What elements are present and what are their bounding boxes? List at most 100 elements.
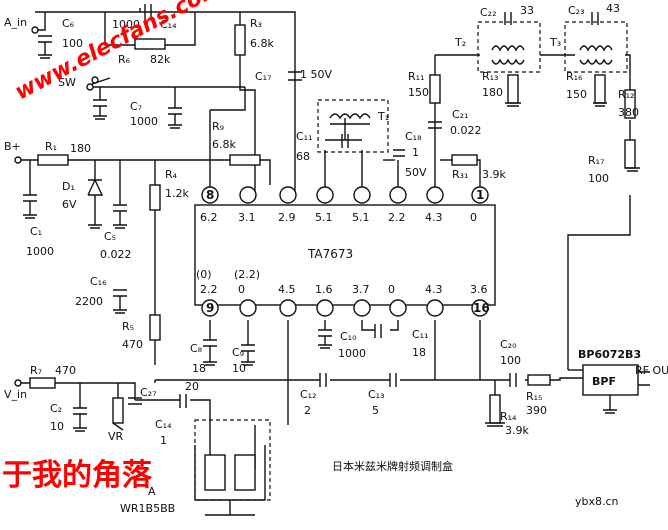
top-pin-number: 8 bbox=[206, 188, 214, 202]
r12-value: 380 bbox=[618, 106, 639, 119]
r3-value: 6.8k bbox=[250, 37, 274, 50]
bottom-pin-voltage: 3.7 bbox=[352, 283, 370, 296]
c18-value2: 50V bbox=[405, 166, 427, 179]
r5-value: 470 bbox=[122, 338, 143, 351]
terminals bbox=[14, 26, 39, 387]
r1-label: R₁ bbox=[45, 140, 57, 153]
r13-value: 180 bbox=[482, 86, 503, 99]
c11-label: C₁₁ bbox=[296, 130, 313, 143]
r14-value: 3.9k bbox=[505, 424, 529, 437]
r4-value: 1.2k bbox=[165, 187, 189, 200]
bottom-pin bbox=[279, 299, 297, 317]
top-pin bbox=[201, 186, 219, 204]
top-pin bbox=[389, 186, 407, 204]
top-pin bbox=[426, 186, 444, 204]
c10-value: 1000 bbox=[338, 347, 366, 360]
top-pin-voltage: 4.3 bbox=[425, 211, 443, 224]
passives bbox=[23, 4, 636, 491]
bottom-pin-alt-voltage: (2.2) bbox=[234, 268, 260, 281]
labels: A_in SW B+ V_in C₆ 100 1000 C₁₄ R₆ 82k R… bbox=[4, 2, 639, 515]
r17-value: 100 bbox=[588, 172, 609, 185]
bp-module-label: BP6072B3 bbox=[578, 348, 641, 361]
t1-label: T₁ bbox=[377, 110, 389, 123]
c22-label: C₂₂ bbox=[480, 6, 497, 19]
bottom-pin bbox=[316, 299, 334, 317]
c21-value: 0.022 bbox=[450, 124, 482, 137]
bottom-pin bbox=[389, 299, 407, 317]
c14-value: 1000 bbox=[112, 18, 140, 31]
d1-label: D₁ bbox=[62, 180, 75, 193]
bottom-pin bbox=[426, 299, 444, 317]
c21-label: C₂₁ bbox=[452, 108, 469, 121]
top-pin bbox=[316, 186, 334, 204]
bottom-pin-voltage: 3.6 bbox=[470, 283, 488, 296]
bpf-module: BPF BP6072B3 RF OUT bbox=[578, 348, 668, 396]
r9-label: R₉ bbox=[212, 120, 224, 133]
footer-watermark: ybx8.cn bbox=[575, 495, 619, 508]
c8-label: C₈ bbox=[190, 342, 203, 355]
overlay-watermark: 于我的角落 bbox=[2, 458, 153, 493]
bottom-pin bbox=[201, 299, 219, 317]
top-pin-number: 1 bbox=[476, 188, 484, 202]
top-pin-voltage: 3.1 bbox=[238, 211, 256, 224]
bottom-pin-number: 16 bbox=[473, 301, 490, 315]
c20-value: 100 bbox=[500, 354, 521, 367]
c5-label: C₅ bbox=[104, 230, 116, 243]
c7-value: 1000 bbox=[130, 115, 158, 128]
r7-value: 470 bbox=[55, 364, 76, 377]
r5-label: R₅ bbox=[122, 320, 134, 333]
c1-value: 1000 bbox=[26, 245, 54, 258]
r11-value: 150 bbox=[408, 86, 429, 99]
c27-label: C₂₇ bbox=[140, 386, 157, 399]
c18-label: C₁₈ bbox=[405, 130, 422, 143]
t2-label: T₂ bbox=[454, 36, 466, 49]
r7-label: R₇ bbox=[30, 364, 42, 377]
rf-out-label: RF OUT bbox=[635, 364, 668, 377]
top-pin-voltage: 6.2 bbox=[200, 211, 218, 224]
c17-label: C₁₇ bbox=[255, 70, 272, 83]
r6-value: 82k bbox=[150, 53, 171, 66]
wr-part-label: WR1B5BB bbox=[120, 502, 175, 515]
bottom-pin-voltage: 0 bbox=[388, 283, 395, 296]
c27-value: 20 bbox=[185, 380, 199, 393]
c1-label: C₁ bbox=[30, 225, 42, 238]
c14b-label: C₁₄ bbox=[155, 418, 172, 431]
c11b-value: 18 bbox=[412, 346, 426, 359]
r31-value: 3.9k bbox=[482, 168, 506, 181]
r17-label: R₁₇ bbox=[588, 154, 604, 167]
r14-label: R₁₄ bbox=[500, 410, 517, 423]
r9-value: 6.8k bbox=[212, 138, 236, 151]
caption: 日本米兹米牌射频调制盒 bbox=[332, 459, 453, 473]
top-pin-voltage: 0 bbox=[470, 211, 477, 224]
bpf-label: BPF bbox=[592, 375, 616, 388]
c12-value: 2 bbox=[304, 404, 311, 417]
c11b-label: C₁₁ bbox=[412, 328, 429, 341]
c13-label: C₁₃ bbox=[368, 388, 385, 401]
bottom-pin-voltage: 0 bbox=[238, 283, 245, 296]
ain-terminal bbox=[31, 26, 39, 34]
r16-label: R₁₆ bbox=[566, 70, 583, 83]
r4-label: R₄ bbox=[165, 168, 178, 181]
sw-label: SW bbox=[58, 76, 76, 89]
bottom-pin bbox=[239, 299, 257, 317]
c9-value: 10 bbox=[232, 362, 246, 375]
r15-value: 390 bbox=[526, 404, 547, 417]
c9-label: C₉ bbox=[232, 346, 244, 359]
r11-label: R₁₁ bbox=[408, 70, 424, 83]
c17-value: 1 50V bbox=[300, 68, 332, 81]
r3-label: R₃ bbox=[250, 17, 262, 30]
t3-label: T₃ bbox=[549, 36, 561, 49]
top-pin-voltage: 5.1 bbox=[315, 211, 333, 224]
bottom-pin-number: 9 bbox=[206, 301, 214, 315]
c18-value1: 1 bbox=[412, 146, 419, 159]
c2-value: 10 bbox=[50, 420, 64, 433]
c14-label: C₁₄ bbox=[160, 18, 177, 31]
shields bbox=[194, 21, 628, 501]
c6-label: C₆ bbox=[62, 17, 75, 30]
r16-value: 150 bbox=[566, 88, 587, 101]
ic-name: TA7673 bbox=[307, 247, 353, 261]
c22-value: 33 bbox=[520, 4, 534, 17]
